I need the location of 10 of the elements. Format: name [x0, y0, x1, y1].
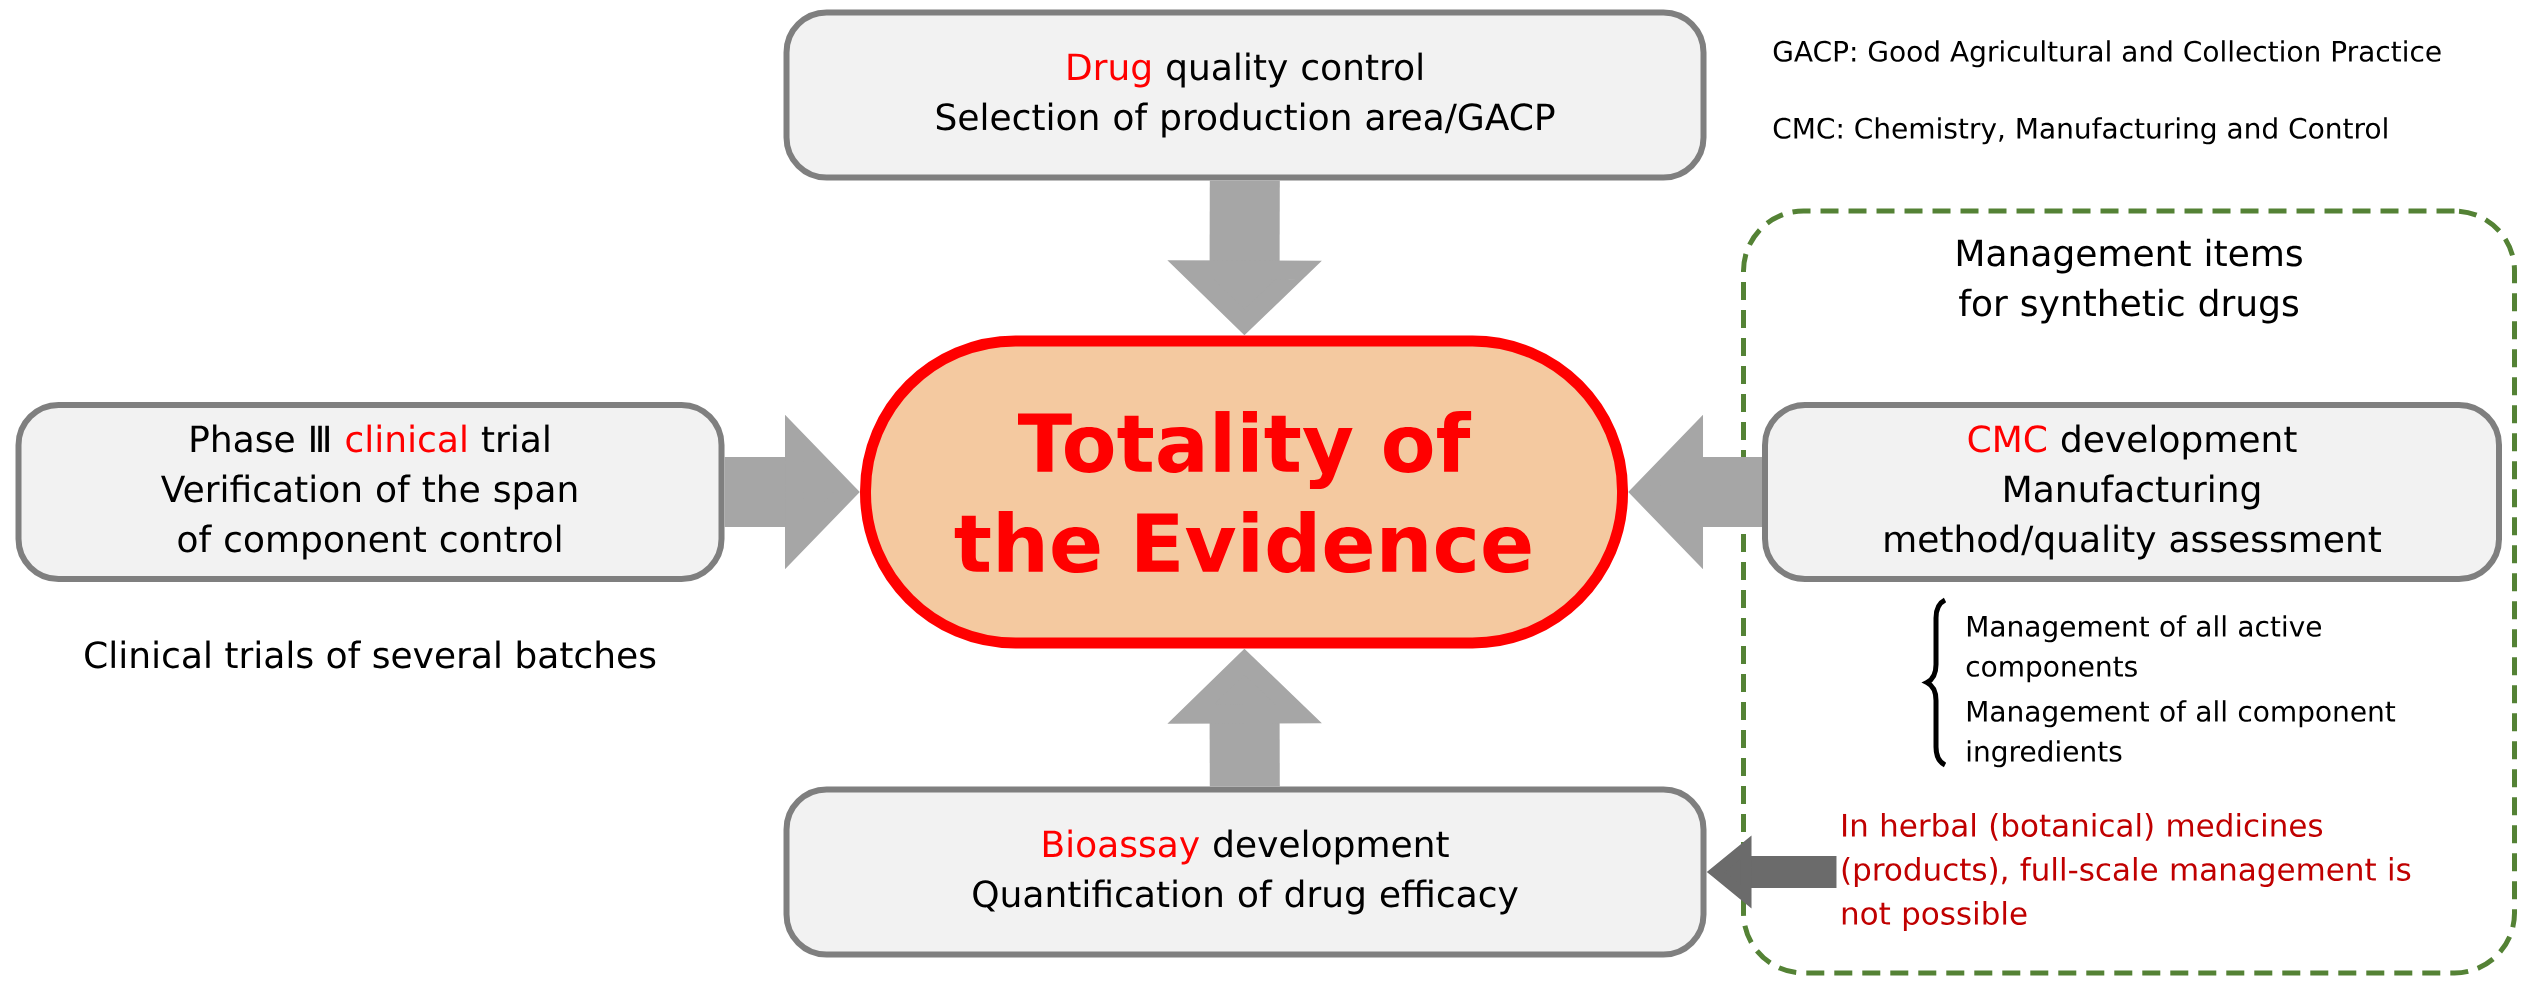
- note-text: GACP: Good Agricultural and Collection Practice: [1773, 40, 2441, 68]
- process-box: CMC development Manufacturing method/quality assessment: [1762, 402, 2502, 582]
- note-text: CMC: Chemistry, Manufacturing and Control: [1773, 117, 2387, 145]
- process-box: Phase Ⅲ clinical trial Verification of the span of component control: [15, 402, 725, 582]
- process-box: Drug quality control Selection of production area/GACP: [783, 9, 1707, 181]
- note-text: Management of all component ingredients: [1967, 700, 2396, 768]
- caption-text: Clinical trials of several batches: [85, 640, 656, 669]
- process-box: Bioassay development Quantification of drug efficacy: [783, 786, 1707, 958]
- note-text: Management of all active components: [1966, 615, 2321, 683]
- note-text: In herbal (botanical) medicines (products), full-scale management is not possible: [1842, 813, 2411, 931]
